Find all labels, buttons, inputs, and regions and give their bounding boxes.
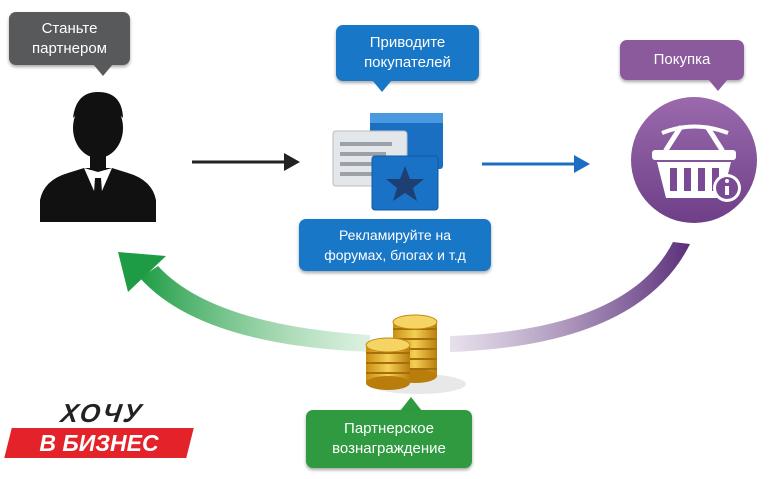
step-attract-bubble: Приводите покупателей: [336, 25, 479, 81]
person-icon: [40, 92, 156, 222]
logo-bottom-text: В БИЗНЕС: [39, 430, 159, 456]
step-attract-tail: [372, 80, 392, 92]
step-attract-line2: покупателей: [364, 54, 451, 71]
step-purchase-line1: Покупка: [653, 51, 711, 68]
step-partner-line1: Станьте: [41, 19, 98, 37]
return-arrow-green: [118, 252, 370, 352]
step-partner-bubble: Станьте партнером: [9, 12, 130, 65]
coins-icon: [365, 314, 466, 394]
step-partner-line2: партнером: [32, 39, 107, 57]
ads-icon: [332, 113, 443, 211]
step-reward-line1: Партнерское: [344, 420, 434, 437]
step-reward-tail: [400, 397, 422, 411]
step-purchase-tail: [708, 79, 728, 91]
step-reward-line2: вознаграждение: [332, 440, 446, 457]
arrow-right-2: [482, 155, 590, 173]
logo-top-text: ХОЧУ: [59, 398, 146, 428]
step-reward-bubble: Партнерское вознаграждение: [306, 410, 472, 468]
step-advertise-bubble: Рекламируйте на форумах, блогах и т.д: [299, 219, 491, 271]
arrow-right-1: [192, 153, 300, 171]
basket-icon: [631, 97, 757, 223]
step-advertise-line2: форумах, блогах и т.д: [324, 247, 466, 263]
return-arrow-purple: [450, 242, 690, 352]
step-purchase-bubble: Покупка: [620, 40, 744, 80]
step-advertise-line1: Рекламируйте на: [338, 227, 452, 243]
step-partner-tail: [93, 64, 113, 76]
step-attract-line1: Приводите: [369, 34, 446, 51]
